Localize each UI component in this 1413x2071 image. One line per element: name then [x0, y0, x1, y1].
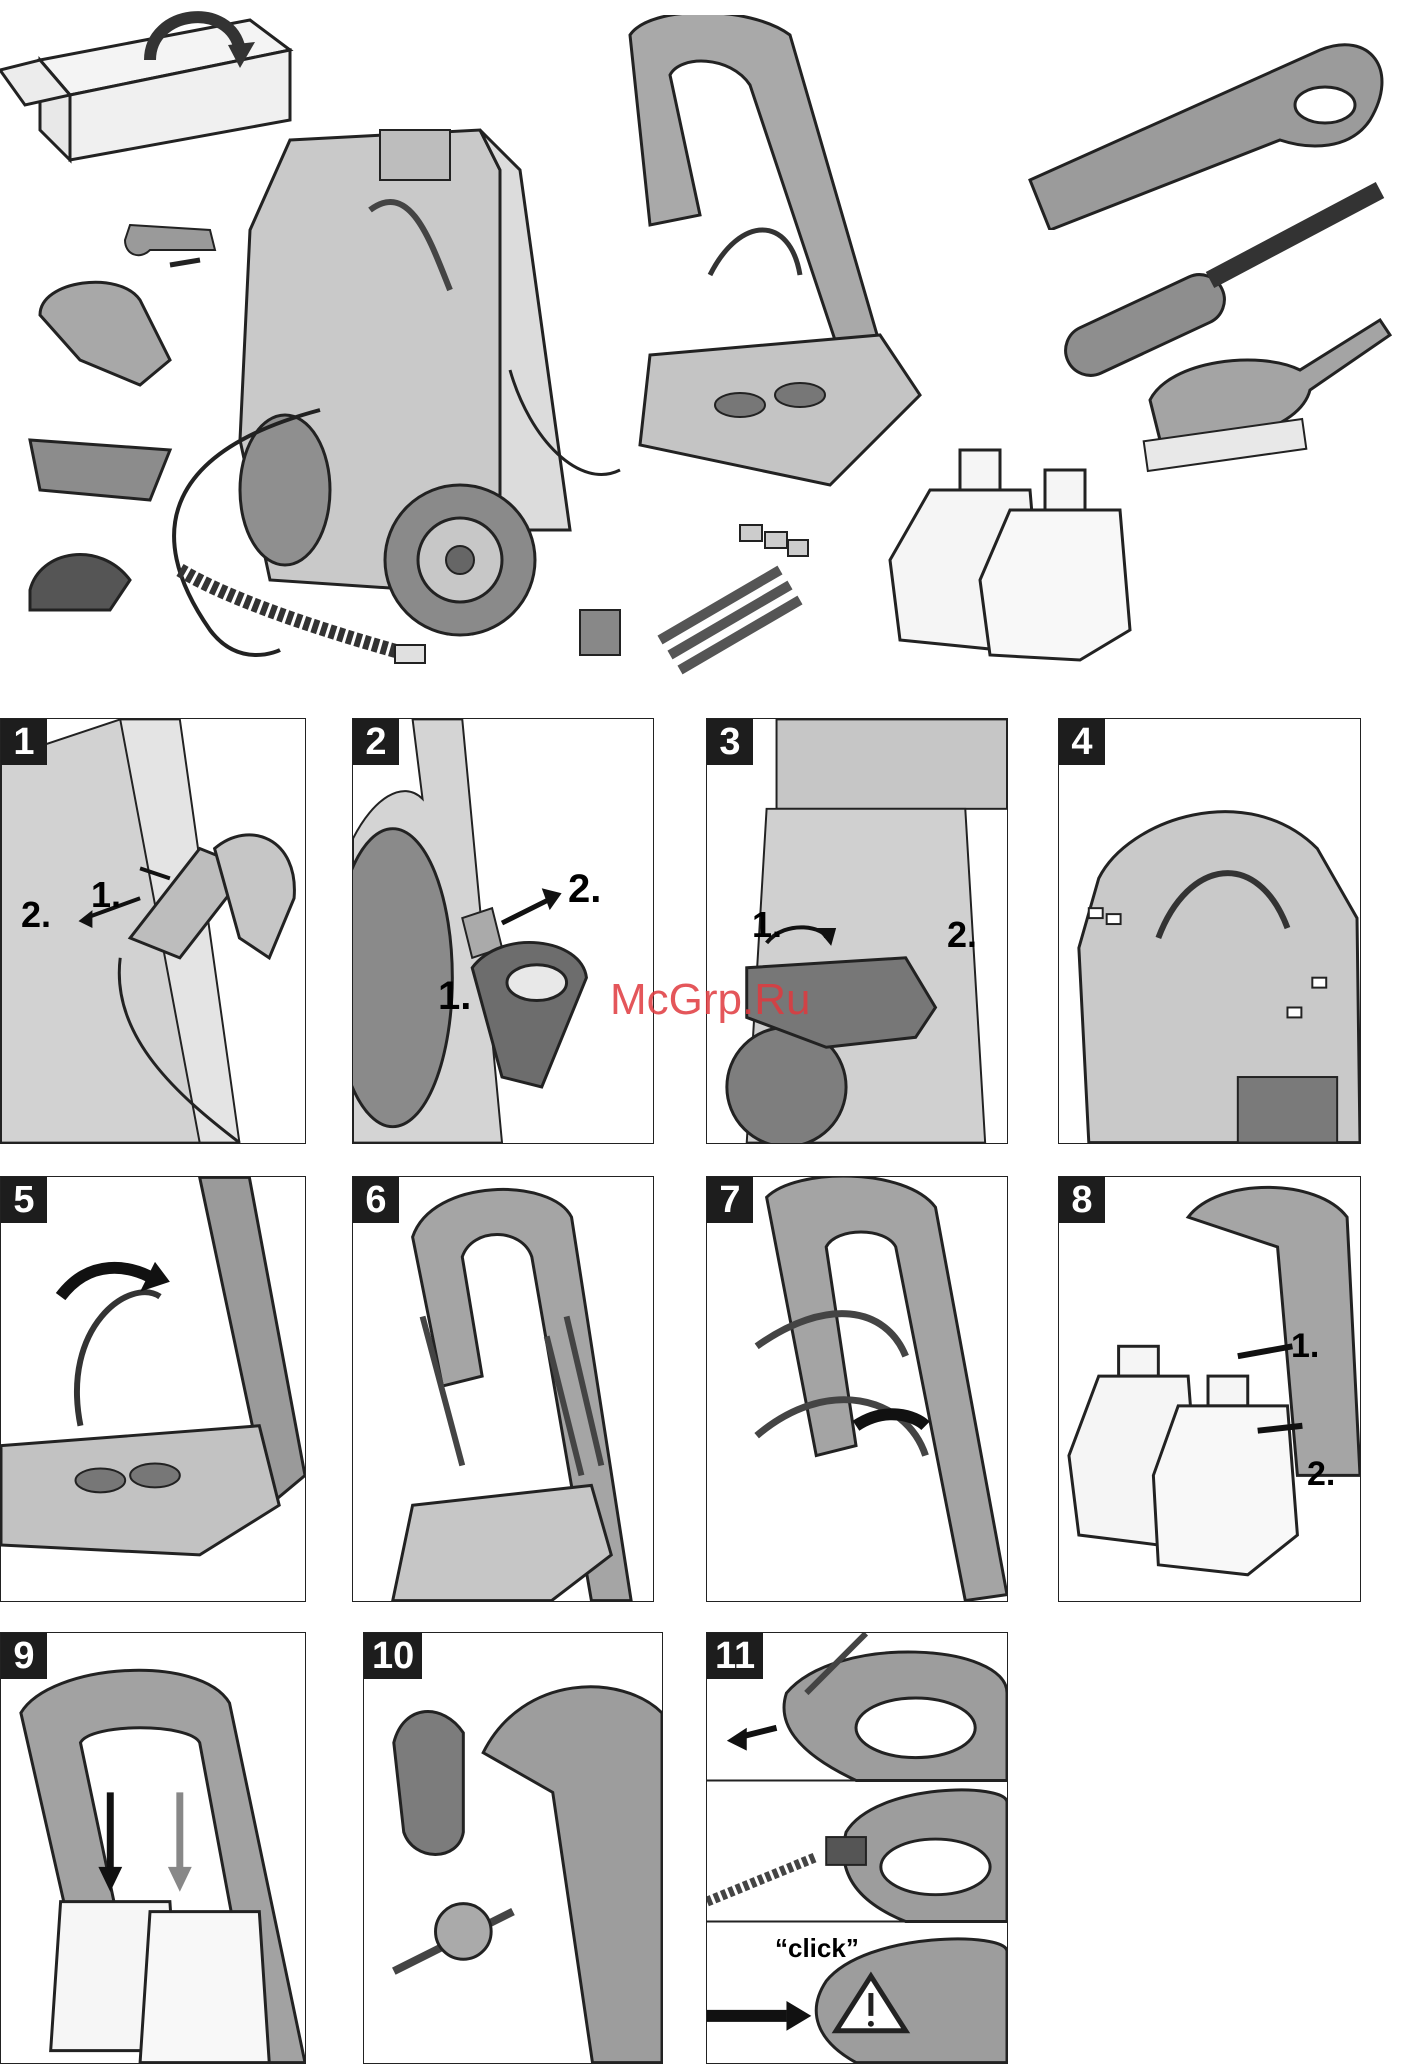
step-number-badge: 9	[1, 1633, 47, 1679]
step-10-illustration	[364, 1633, 662, 2063]
step-6-panel: 6	[352, 1176, 654, 1602]
watermark-text: McGrp.Ru	[610, 975, 810, 1025]
step-4-illustration	[1059, 719, 1360, 1143]
step-2-panel: 2 1. 2.	[352, 718, 654, 1144]
step-11-illustration	[707, 1633, 1007, 2063]
bolts-and-adapter-icon	[570, 520, 810, 680]
step-number-badge: 2	[353, 719, 399, 765]
step-3-label-2: 2.	[947, 914, 977, 956]
step-8-label-2: 2.	[1307, 1455, 1335, 1494]
step-8-illustration	[1059, 1177, 1360, 1601]
step-3-label-1: 1.	[752, 904, 782, 946]
step-number-badge: 8	[1059, 1177, 1105, 1223]
step-8-label-1: 1.	[1291, 1327, 1319, 1366]
step-10-panel: 10	[363, 1632, 663, 2064]
step-number-badge: 7	[707, 1177, 753, 1223]
step-number-badge: 1	[1, 719, 47, 765]
step-number-badge: 3	[707, 719, 753, 765]
step-7-illustration	[707, 1177, 1007, 1601]
step-9-panel: 9	[0, 1632, 306, 2064]
step-6-illustration	[353, 1177, 653, 1601]
step-number-badge: 11	[707, 1633, 763, 1679]
step-1-panel: 1 1. 2.	[0, 718, 306, 1144]
step-number-badge: 5	[1, 1177, 47, 1223]
step-7-panel: 7	[706, 1176, 1008, 1602]
small-parts-icon	[20, 210, 220, 630]
step-1-label-2: 2.	[21, 894, 51, 936]
step-2-label-2: 2.	[568, 867, 601, 912]
step-2-label-1: 1.	[438, 974, 471, 1019]
accessory-stand-icon	[590, 15, 930, 495]
step-number-badge: 6	[353, 1177, 399, 1223]
step-2-illustration	[353, 719, 653, 1143]
step-number-badge: 4	[1059, 719, 1105, 765]
step-9-illustration	[1, 1633, 305, 2063]
click-sound-label: “click”	[775, 1933, 859, 1964]
detergent-bottles-icon	[880, 440, 1150, 670]
step-4-panel: 4	[1058, 718, 1361, 1144]
step-1-label-1: 1.	[91, 874, 121, 916]
step-5-illustration	[1, 1177, 305, 1601]
step-3-panel: 3 1. 2.	[706, 718, 1008, 1144]
wash-brush-icon	[1130, 300, 1400, 480]
step-11-panel: 11 “click”	[706, 1632, 1008, 2064]
step-5-panel: 5	[0, 1176, 306, 1602]
step-number-badge: 10	[364, 1633, 422, 1679]
step-8-panel: 8 1. 2.	[1058, 1176, 1361, 1602]
